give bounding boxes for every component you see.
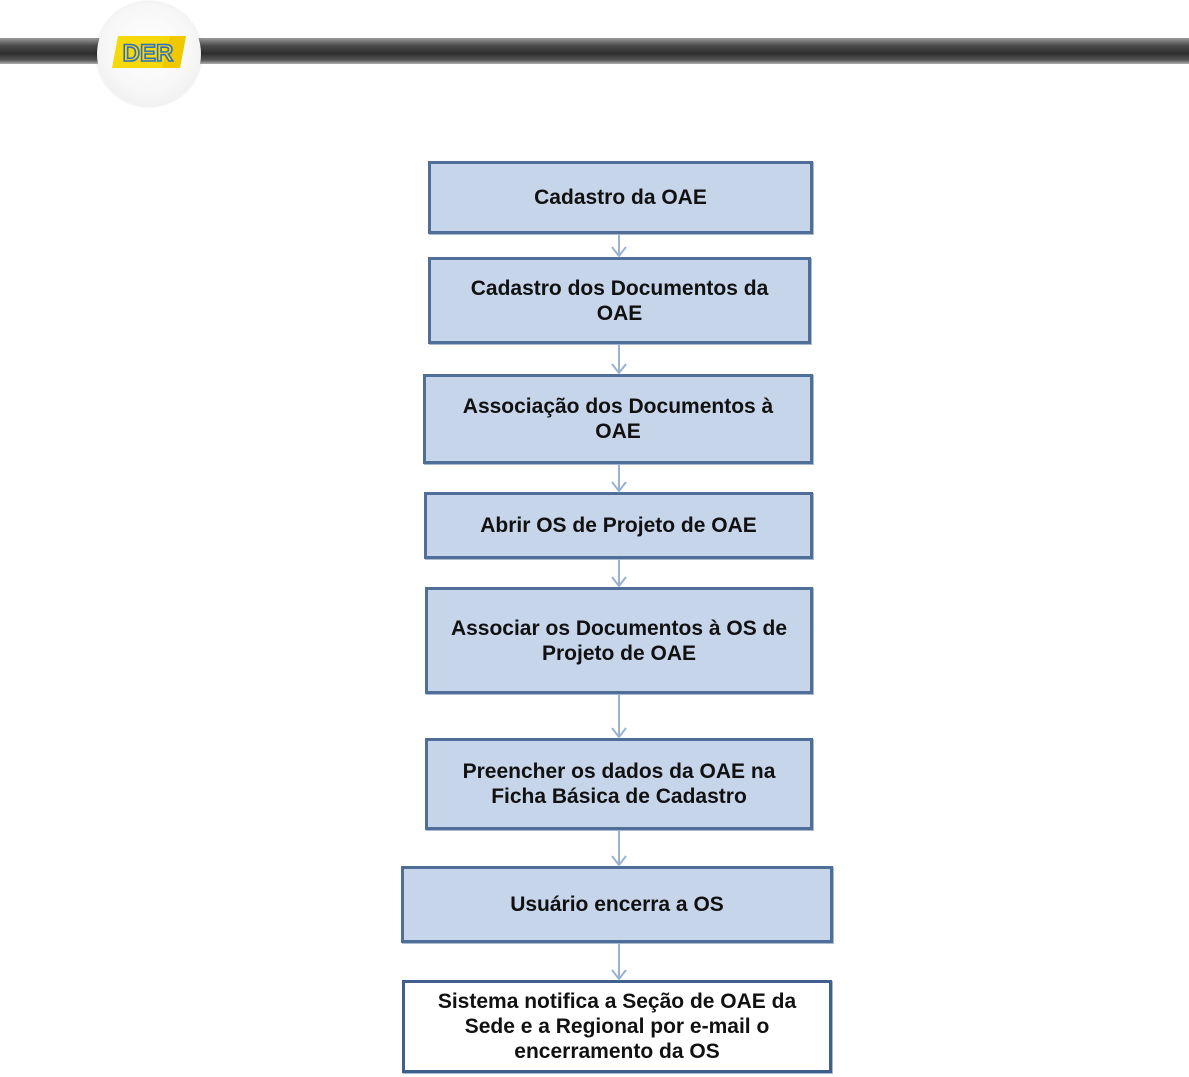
flow-step-associar-documentos-os: Associar os Documentos à OS de Projeto d… bbox=[425, 587, 813, 694]
flow-arrow bbox=[611, 234, 627, 258]
flow-step-sistema-notifica: Sistema notifica a Seção de OAE da Sede … bbox=[402, 980, 832, 1073]
flow-step-associacao-documentos: Associação dos Documentos à OAE bbox=[423, 374, 813, 464]
flow-arrow bbox=[611, 464, 627, 493]
flow-step-preencher-ficha: Preencher os dados da OAE na Ficha Básic… bbox=[425, 738, 813, 830]
flow-arrow bbox=[611, 559, 627, 588]
flow-arrow bbox=[611, 344, 627, 375]
flow-step-cadastro-oae: Cadastro da OAE bbox=[428, 161, 813, 234]
flow-arrow bbox=[611, 830, 627, 867]
flow-arrow bbox=[611, 694, 627, 739]
der-logo-icon: DER bbox=[112, 36, 186, 68]
flow-step-abrir-os: Abrir OS de Projeto de OAE bbox=[424, 492, 813, 559]
logo-text: DER bbox=[123, 40, 174, 67]
flow-arrow bbox=[611, 943, 627, 981]
flow-step-cadastro-documentos: Cadastro dos Documentos da OAE bbox=[428, 257, 811, 344]
flow-step-usuario-encerra: Usuário encerra a OS bbox=[401, 866, 833, 943]
